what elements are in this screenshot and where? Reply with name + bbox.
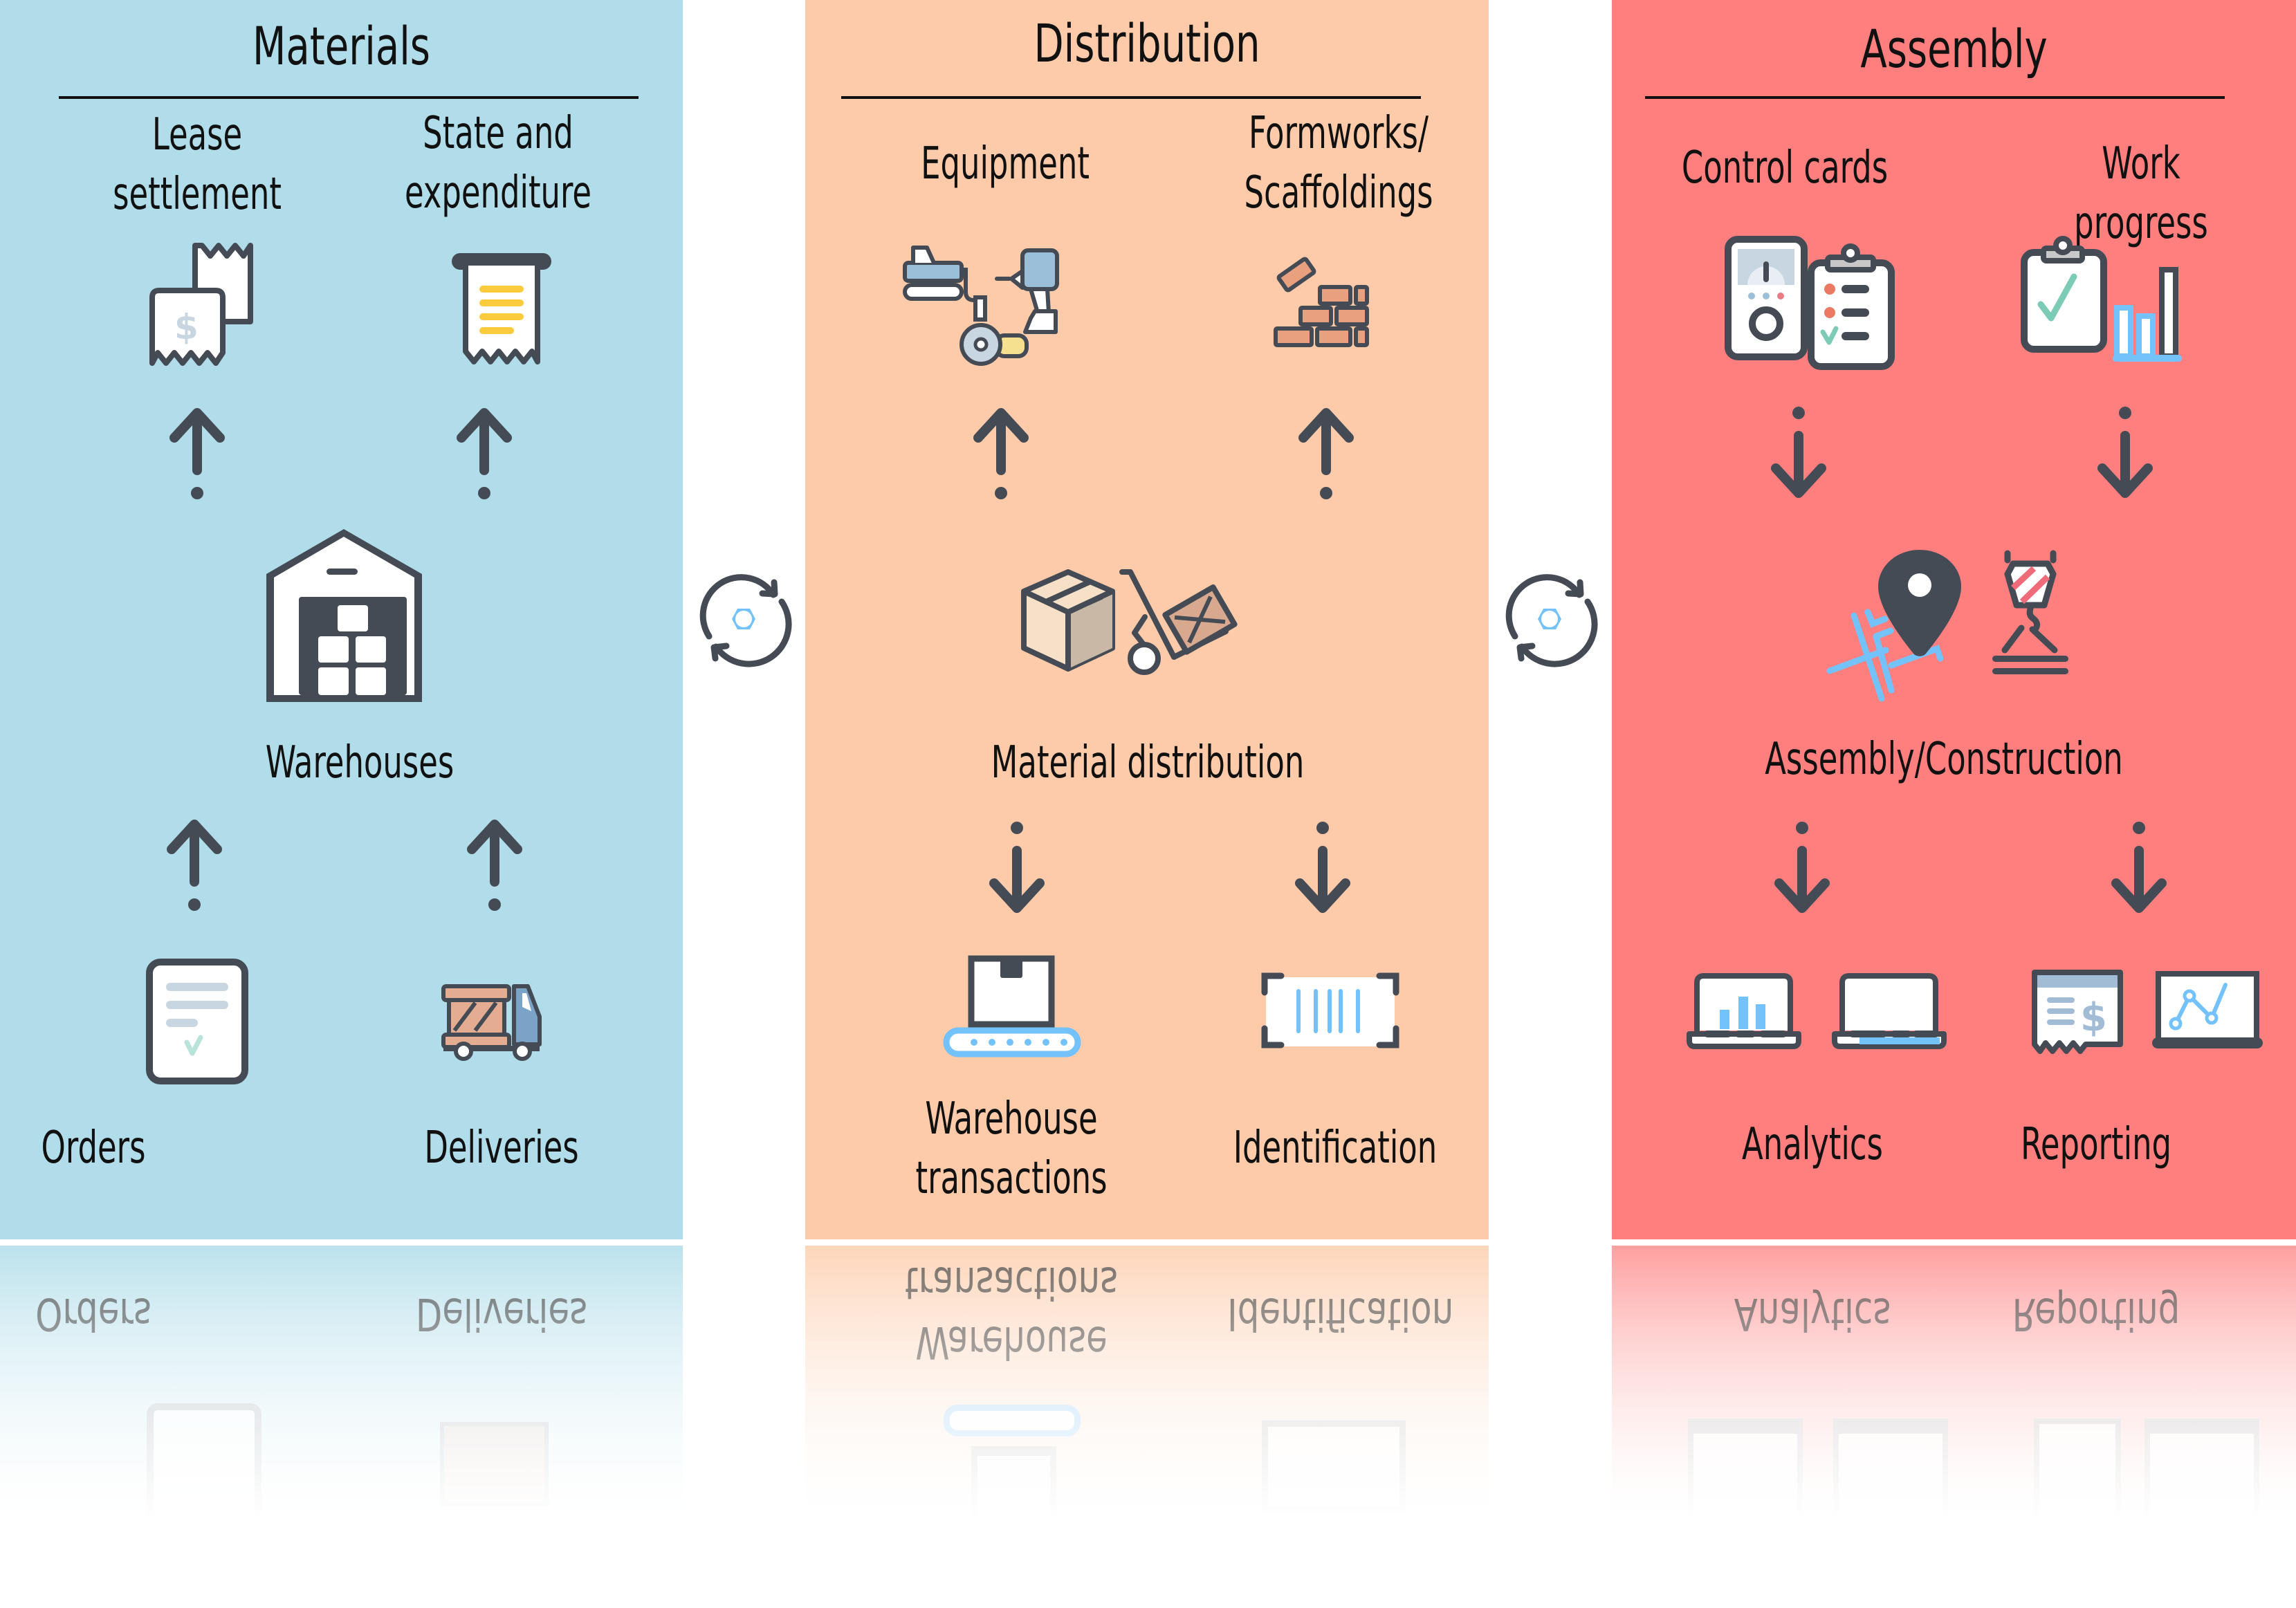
- arrow-up-icon: [163, 816, 226, 913]
- svg-text:$: $: [174, 307, 199, 347]
- assembly-reflection: Analytics Reporting: [1612, 1246, 2296, 1543]
- clipboard-chart-icon: [2020, 236, 2221, 370]
- conveyor-reflection-icon: [944, 1405, 1081, 1436]
- materials-title: Materials: [252, 15, 430, 77]
- arrow-down-icon: [986, 820, 1048, 916]
- arrow-up-icon: [166, 405, 228, 501]
- arrow-up-icon: [453, 405, 515, 501]
- arrow-down-icon: [1771, 820, 1833, 916]
- analytics-label: Analytics: [1742, 1119, 1883, 1170]
- warehouses-label: Warehouses: [265, 737, 454, 788]
- identification-label: Identification: [1233, 1122, 1438, 1174]
- distribution-top-item-equipment: Equipment: [921, 138, 1090, 190]
- identification-reflection-text: Identification: [1227, 1288, 1454, 1339]
- analytics-reflection-text: Analytics: [1734, 1288, 1891, 1339]
- deliveries-reflection-icon: [440, 1422, 549, 1506]
- assembly-construction-label: Assembly/Construction: [1765, 734, 2123, 785]
- laptop-reflection-icon: [1833, 1418, 1948, 1543]
- graph-reflection-icon: [2145, 1418, 2259, 1536]
- warehouse-transactions-reflection-text: Warehouse transactions: [904, 1257, 1119, 1367]
- document-check-icon: [145, 958, 249, 1086]
- materials-top-item-state: State and expenditure: [404, 108, 592, 219]
- invoice-reflection-icon: [2034, 1418, 2121, 1533]
- sync-nut-icon: [1505, 574, 1598, 667]
- material-distribution-label: Material distribution: [991, 737, 1305, 788]
- bricks-icon: [1271, 257, 1379, 355]
- assembly-divider: [1645, 96, 2225, 99]
- receipts-dollar-icon: $: [147, 242, 257, 367]
- reporting-label: Reporting: [2020, 1119, 2172, 1170]
- orders-label: Orders: [41, 1122, 146, 1174]
- orders-reflection-text: Orders: [35, 1288, 151, 1339]
- sync-nut-icon: [699, 574, 792, 667]
- deliveries-reflection-text: Deliveries: [415, 1288, 588, 1339]
- box-hand-truck-icon: [1018, 569, 1260, 681]
- svg-text:$: $: [2080, 995, 2107, 1040]
- barcode-reflection-icon: [1262, 1421, 1406, 1513]
- arrow-down-icon: [1767, 405, 1830, 501]
- laptops-chart-icon: [1687, 972, 1953, 1051]
- delivery-truck-icon: [439, 982, 543, 1061]
- box-reflection-icon: [971, 1446, 1056, 1543]
- materials-reflection: Orders Deliveries: [0, 1246, 683, 1543]
- arrow-down-icon: [2108, 820, 2170, 916]
- construction-tools-icon: [899, 242, 1114, 367]
- reporting-reflection-text: Reporting: [2012, 1288, 2180, 1339]
- arrow-up-icon: [1295, 405, 1357, 501]
- arrow-up-icon: [463, 816, 526, 913]
- materials-divider: [59, 96, 639, 99]
- warehouse-transactions-label: Warehouse transactions: [915, 1093, 1108, 1204]
- arrow-up-icon: [970, 405, 1032, 501]
- meter-checklist-icon: [1724, 235, 1897, 373]
- invoice-graph-icon: $: [2030, 968, 2266, 1055]
- laptop-reflection-icon: [1688, 1418, 1803, 1543]
- assembly-top-item-control-cards: Control cards: [1681, 142, 1889, 194]
- receipt-printer-icon: [446, 248, 557, 365]
- arrow-down-icon: [1292, 820, 1354, 916]
- assembly-title: Assembly: [1860, 18, 2048, 80]
- conveyor-box-icon: [942, 954, 1081, 1058]
- materials-top-item-lease: Lease settlement: [113, 109, 282, 220]
- assembly-top-item-work-progress: Work progress: [2074, 138, 2208, 249]
- barcode-scan-icon: [1260, 972, 1399, 1051]
- orders-reflection-icon: [147, 1403, 261, 1543]
- arrow-down-icon: [2094, 405, 2156, 501]
- deliveries-label: Deliveries: [424, 1122, 579, 1174]
- distribution-title: Distribution: [1034, 12, 1260, 74]
- distribution-divider: [841, 96, 1421, 99]
- distribution-reflection: Warehouse transactions Identification: [805, 1246, 1489, 1543]
- map-pin-crane-hook-icon: [1826, 546, 2089, 705]
- distribution-top-item-formworks: Formworks/ Scaffoldings: [1244, 108, 1433, 219]
- warehouse-icon: [263, 526, 425, 709]
